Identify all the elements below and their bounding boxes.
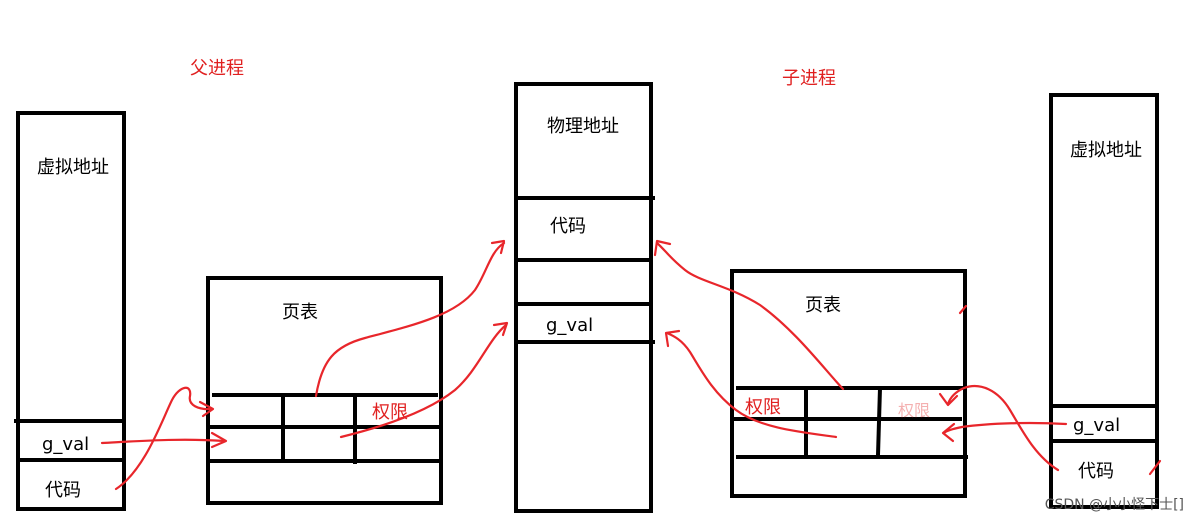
- parent-process-title: 父进程: [190, 58, 244, 79]
- physical-box: [514, 82, 653, 513]
- stray-mark: [1148, 459, 1162, 476]
- child-pagetable-to-physical-gval-arrow: [665, 331, 838, 439]
- arrowhead: [653, 239, 672, 257]
- child-pagetable-perm-label: 权限: [745, 397, 781, 418]
- parent-page-table: 页表 权限: [206, 276, 443, 505]
- physical-code-label: 代码: [550, 216, 586, 237]
- arrowhead: [210, 431, 228, 449]
- arrowhead: [938, 392, 959, 407]
- arrowhead: [941, 422, 956, 443]
- child-gval-label: g_val: [1073, 415, 1120, 436]
- child-vspace-label: 虚拟地址: [1070, 140, 1142, 161]
- child-code-label: 代码: [1078, 461, 1114, 482]
- parent-gval-label: g_val: [42, 434, 89, 455]
- arrowhead: [664, 329, 681, 348]
- child-gval-to-pagetable-arrow: [942, 421, 1068, 435]
- child-process-title: 子进程: [782, 68, 836, 89]
- child-pagetable-col-line: [876, 387, 882, 456]
- watermark: CSDN @小小怪下士[]: [1044, 497, 1184, 513]
- mapping-arrows: [100, 239, 1162, 491]
- child-code-to-pagetable-arrow: [946, 384, 1060, 472]
- parent-vspace-box: [16, 111, 126, 511]
- parent-vspace-label: 虚拟地址: [37, 157, 109, 178]
- child-pagetable-label: 页表: [805, 295, 841, 316]
- pagetable-to-physical-gval-arrow: [339, 323, 508, 439]
- pagetable-to-physical-code-arrow: [314, 241, 506, 398]
- arrowhead: [492, 321, 509, 337]
- physical-label: 物理地址: [547, 116, 619, 137]
- physical-memory: 物理地址 代码 g_val: [514, 82, 655, 513]
- parent-pagetable-perm-label: 权限: [372, 402, 408, 423]
- arrowhead: [198, 400, 215, 418]
- child-vspace-box: [1049, 93, 1159, 509]
- parent-virtual-address-space: 虚拟地址 g_val 代码: [14, 111, 126, 511]
- child-page-table: 页表 权限 权限: [730, 269, 968, 498]
- parent-gval-to-pagetable-arrow: [100, 438, 227, 445]
- parent-code-to-pagetable-arrow: [114, 386, 214, 491]
- child-pagetable-box: [730, 269, 967, 498]
- physical-gval-label: g_val: [546, 315, 593, 336]
- arrowhead: [490, 239, 506, 255]
- parent-pagetable-label: 页表: [282, 302, 318, 323]
- child-virtual-address-space: 虚拟地址 g_val 代码: [1049, 93, 1159, 509]
- stray-mark: [958, 304, 968, 315]
- child-pagetable-to-physical-code-arrow: [655, 241, 845, 391]
- child-pagetable-perm-faint-label: 权限: [898, 401, 930, 420]
- parent-pagetable-box: [206, 276, 443, 505]
- parent-code-label: 代码: [45, 480, 81, 501]
